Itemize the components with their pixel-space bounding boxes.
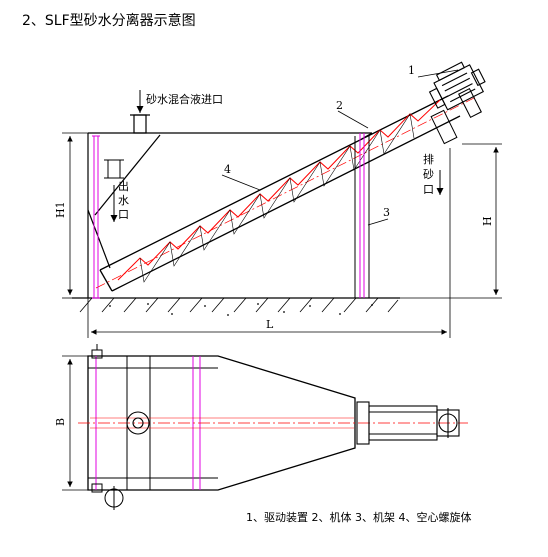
ground-hatch: [79, 297, 399, 313]
sand-label-2: 砂: [423, 168, 434, 181]
inlet-pipe: [130, 114, 150, 134]
conveyor-centerline: [95, 96, 477, 289]
callout-3: 3: [383, 206, 390, 219]
callout-leaders: [221, 69, 459, 226]
callout-2: 2: [336, 99, 343, 112]
screw-spiral-edge: [139, 113, 415, 283]
drive-unit: [428, 61, 486, 119]
screw-spiral: [117, 99, 441, 281]
plan-drive-tube: [356, 401, 460, 445]
plan-nozzle-top: [91, 344, 103, 359]
callout-1: 1: [408, 64, 415, 77]
dim-b: [62, 355, 88, 491]
plan-inlet-pipe: [126, 411, 150, 435]
overflow-label-3: 口: [118, 208, 129, 221]
frame-legs-black: [354, 136, 370, 298]
dim-h1-label: H1: [54, 201, 67, 218]
sand-discharge: [430, 109, 458, 145]
ground-specks: [109, 303, 373, 316]
elevation-view: 砂水混合液进口 出 水 口 排 砂 口: [54, 61, 502, 338]
dim-h-label: H: [481, 216, 494, 226]
inlet-label: 砂水混合液进口: [146, 92, 223, 106]
frame-legs: [92, 133, 365, 299]
sand-label-1: 排: [423, 152, 434, 166]
dim-l: [87, 148, 451, 338]
overflow-label-1: 出: [118, 179, 129, 193]
dim-h1: [62, 132, 88, 299]
callout-4: 4: [224, 163, 231, 176]
overflow-label-2: 水: [118, 194, 129, 207]
tank-body: [87, 132, 373, 298]
overflow-outlet: [104, 159, 124, 179]
dim-h: [400, 143, 502, 299]
screw-trough: [99, 95, 461, 292]
diagram-title: 2、SLF型砂水分离器示意图: [22, 12, 196, 29]
dim-l-label: L: [266, 318, 274, 331]
dim-b-label: B: [54, 418, 67, 426]
plan-view: B: [54, 344, 468, 510]
sand-label-3: 口: [423, 183, 434, 196]
component-legend: 1、驱动装置 2、机体 3、机架 4、空心螺旋体: [246, 510, 471, 524]
plan-nozzle-bottom: [91, 483, 124, 510]
